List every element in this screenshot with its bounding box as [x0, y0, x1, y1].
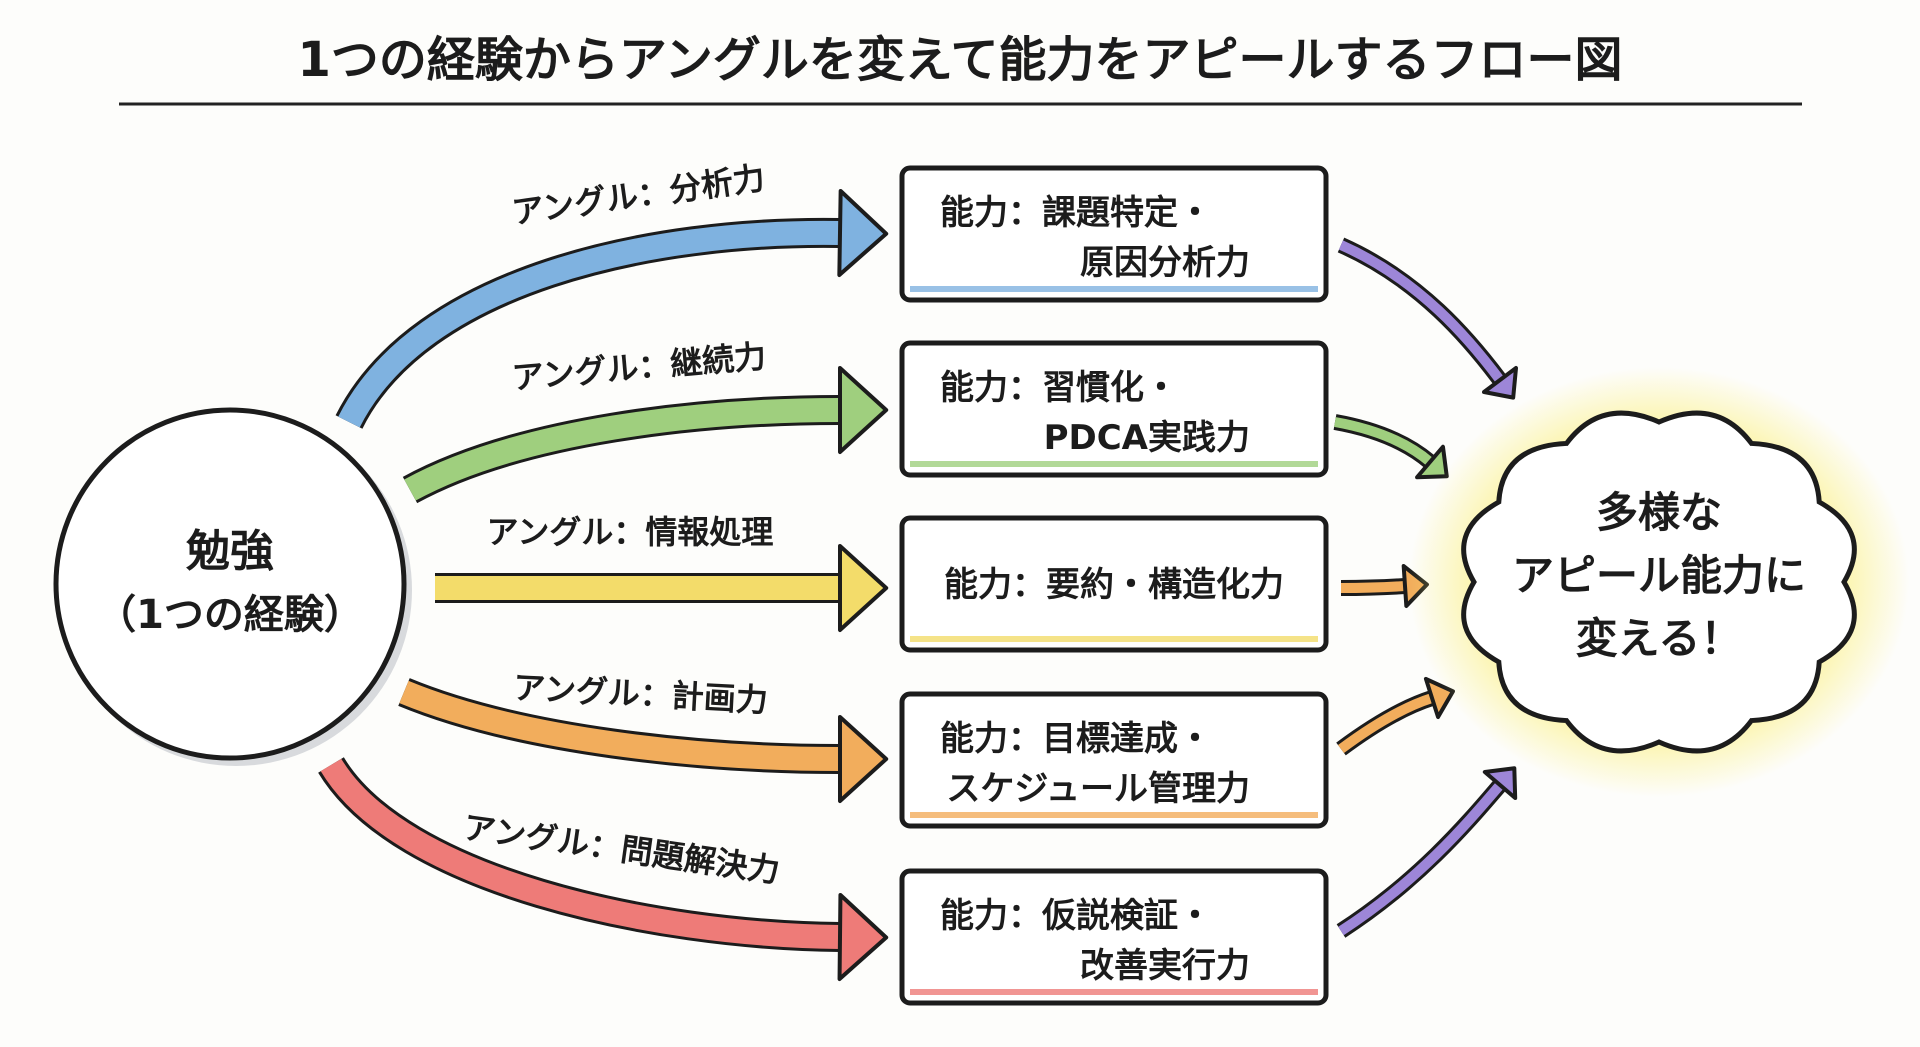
angle-label: アングル：継続力 — [511, 337, 768, 397]
angle-arrow-head — [837, 893, 889, 981]
angle-label: アングル：計画力 — [512, 668, 768, 719]
angle-arrow-shaft — [404, 398, 841, 501]
converge-arrow-shaft — [1338, 781, 1504, 936]
goal-cloud: 多様な アピール能力に 変える！ — [1409, 367, 1909, 797]
converge-arrow-shaft — [1334, 417, 1434, 466]
ability-line-1: 能力：要約・構造化力 — [944, 565, 1284, 605]
converge-arrow-head — [1482, 366, 1518, 400]
ability-line-2: スケジュール管理力 — [946, 769, 1250, 809]
angle-label: アングル：分析力 — [510, 159, 768, 232]
ability-line-1: 能力：目標達成・ — [940, 719, 1212, 759]
angle-arrow-head — [838, 366, 889, 454]
ability-box: 能力：課題特定・原因分析力 — [899, 165, 1329, 303]
goal-line-1: 多様な — [1596, 488, 1722, 537]
converge-arrow-head — [1482, 766, 1518, 801]
goal-line-3: 変える！ — [1576, 614, 1743, 663]
ability-line-1: 能力：課題特定・ — [940, 193, 1212, 233]
angle-arrow-shaft — [399, 680, 841, 771]
converge-arrow-head — [1415, 444, 1449, 480]
ability-box: 能力：目標達成・スケジュール管理力 — [899, 691, 1329, 829]
ability-line-2: 改善実行力 — [1080, 946, 1250, 986]
ability-box: 能力：要約・構造化力 — [899, 515, 1329, 653]
angle-arrow-head — [838, 715, 889, 803]
converge-arrow-shaft-outline — [1337, 237, 1507, 385]
ability-boxes: 能力：課題特定・原因分析力能力：習慣化・PDCA実践力能力：要約・構造化力能力：… — [899, 165, 1329, 1006]
converge-arrow-shaft — [1338, 693, 1434, 754]
page-title: 1つの経験からアングルを変えて能力をアピールするフロー図 — [297, 32, 1622, 88]
ability-line-1: 能力：仮説検証・ — [940, 896, 1212, 936]
source-label: 勉強 — [186, 526, 274, 577]
converge-arrow-shaft — [1340, 581, 1406, 593]
ability-box: 能力：習慣化・ PDCA実践力 — [899, 340, 1329, 478]
goal-line-2: アピール能力に — [1512, 551, 1806, 600]
angle-arrow-head — [838, 544, 889, 632]
source-sublabel: （1つの経験） — [96, 592, 364, 638]
ability-line-1: 能力：習慣化・ — [940, 368, 1178, 408]
angle-arrows — [318, 189, 889, 981]
angle-arrow-shaft — [338, 220, 841, 428]
ability-box: 能力：仮説検証・改善実行力 — [899, 868, 1329, 1006]
ability-line-2: 原因分析力 — [1080, 243, 1250, 283]
angle-label: アングル：情報処理 — [487, 513, 774, 551]
angle-arrow-head — [837, 189, 889, 277]
angle-arrow-shaft — [320, 758, 841, 949]
ability-line-2: PDCA実践力 — [1044, 418, 1250, 458]
source-node: 勉強 （1つの経験） — [53, 407, 412, 766]
converge-arrow-shaft — [1338, 240, 1504, 384]
